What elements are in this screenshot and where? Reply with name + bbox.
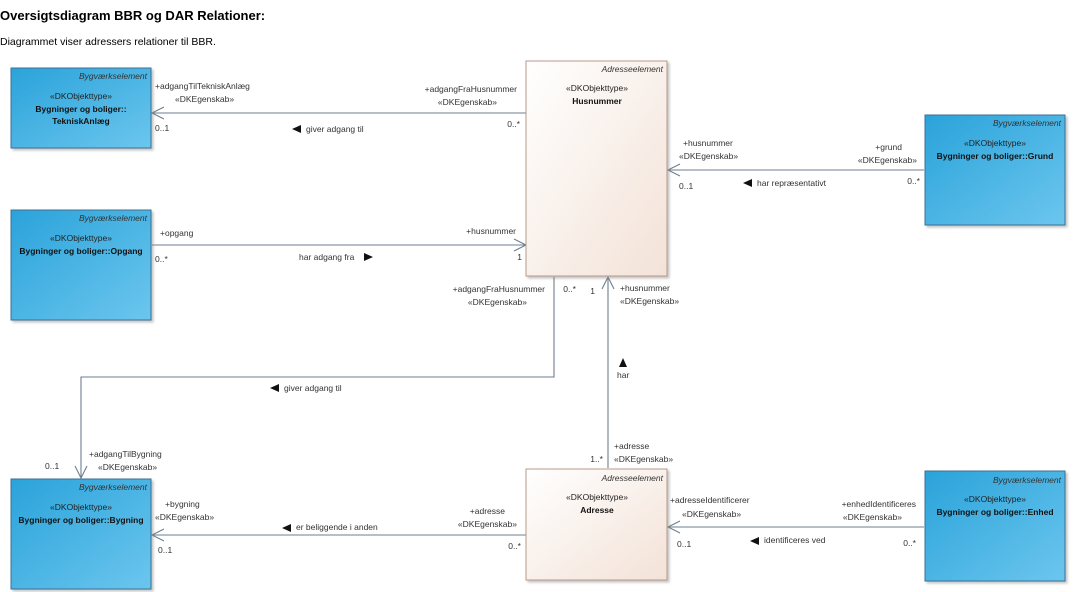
connector-husnummer-bygning[interactable] [80, 277, 555, 478]
multiplicity-label: 1 [590, 286, 595, 296]
stereotype-label: «DKObjekttype» [566, 83, 628, 93]
role-label: +adresseIdentificerer [670, 495, 750, 505]
role-label: +adgangTilBygning [89, 449, 162, 459]
class-name: Bygninger og boliger::Enhed [936, 507, 1053, 517]
stereotype-label: «DKObjekttype» [566, 492, 628, 502]
arrowhead-bygning-adresse [150, 528, 165, 542]
direction-arrow-left [270, 384, 279, 392]
role-stereotype: «DKEgenskab» [175, 94, 234, 104]
association-name: har repræsentativt [757, 178, 827, 188]
association-name: har adgang fra [299, 252, 355, 262]
class-name: Bygninger og boliger::Bygning [18, 515, 143, 525]
stereotype-package: Bygværkselement [993, 118, 1062, 128]
stereotype-package: Bygværkselement [79, 482, 148, 492]
multiplicity-label: 0..1 [158, 545, 172, 555]
role-stereotype: «DKEgenskab» [98, 462, 157, 472]
class-name: Bygninger og boliger::Grund [937, 151, 1054, 161]
direction-arrow-up [619, 358, 627, 367]
class-name: Husnummer [572, 96, 622, 106]
class-grund[interactable]: Bygværkselement «DKObjekttype» Bygninger… [924, 114, 1066, 226]
multiplicity-label: 0..* [507, 119, 520, 129]
stereotype-label: «DKObjekttype» [50, 502, 112, 512]
arrowhead-teknisk [150, 106, 165, 120]
arrowhead-bygning [74, 465, 88, 480]
role-label: +adgangTilTekniskAnlæg [155, 81, 250, 91]
stereotype-label: «DKObjekttype» [964, 138, 1026, 148]
role-label: +bygning [165, 499, 200, 509]
stereotype-label: «DKObjekttype» [50, 233, 112, 243]
role-stereotype: «DKEgenskab» [679, 151, 738, 161]
stereotype-label: «DKObjekttype» [50, 91, 112, 101]
class-name: Adresse [580, 505, 614, 515]
multiplicity-label: 1 [517, 252, 522, 262]
page-description: Diagrammet viser adressers relationer ti… [0, 36, 216, 48]
stereotype-label: «DKObjekttype» [964, 494, 1026, 504]
arrowhead-husnummer-adresse [601, 275, 615, 290]
class-teknisk-anlaeg[interactable]: Bygværkselement «DKObjekttype» Bygninger… [10, 67, 152, 149]
association-name: har [617, 370, 629, 380]
class-enhed[interactable]: Bygværkselement «DKObjekttype» Bygninger… [924, 470, 1066, 582]
multiplicity-label: 0..* [155, 254, 168, 264]
stereotype-package: Bygværkselement [79, 213, 148, 223]
direction-arrow-left [743, 179, 752, 187]
stereotype-package: Adresseelement [601, 64, 664, 74]
role-stereotype: «DKEgenskab» [614, 454, 673, 464]
role-stereotype: «DKEgenskab» [468, 297, 527, 307]
role-stereotype: «DKEgenskab» [858, 155, 917, 165]
role-label: +husnummer [620, 283, 670, 293]
stereotype-package: Bygværkselement [993, 475, 1062, 485]
role-stereotype: «DKEgenskab» [438, 97, 497, 107]
multiplicity-label: 1..* [590, 454, 603, 464]
role-stereotype: «DKEgenskab» [155, 512, 214, 522]
direction-arrow-left [292, 125, 301, 133]
stereotype-package: Adresseelement [601, 473, 664, 483]
class-husnummer[interactable]: Adresseelement «DKObjekttype» Husnummer [525, 60, 668, 277]
class-opgang[interactable]: Bygværkselement «DKObjekttype» Bygninger… [10, 209, 152, 321]
arrowhead-husnummer-grund [666, 163, 681, 177]
arrowhead-adresse-enhed [666, 520, 681, 534]
class-bygning[interactable]: Bygværkselement «DKObjekttype» Bygninger… [10, 478, 152, 590]
multiplicity-label: 0..* [903, 538, 916, 548]
page-title: Oversigtsdiagram BBR og DAR Relationer: [0, 8, 266, 23]
role-label: +enhedIdentificeres [842, 499, 916, 509]
association-name: identificeres ved [764, 535, 826, 545]
direction-arrow-left [282, 524, 291, 532]
role-label: +adgangFraHusnummer [453, 284, 546, 294]
connectors [74, 106, 924, 542]
direction-arrow-left [750, 537, 759, 545]
role-stereotype: «DKEgenskab» [843, 512, 902, 522]
class-adresse[interactable]: Adresseelement «DKObjekttype» Adresse [525, 468, 668, 581]
role-label: +husnummer [466, 226, 516, 236]
role-stereotype: «DKEgenskab» [458, 519, 517, 529]
multiplicity-label: 0..1 [155, 123, 169, 133]
association-name: er beliggende i anden [296, 522, 378, 532]
multiplicity-label: 0..1 [45, 461, 59, 471]
role-label: +adgangFraHusnummer [425, 84, 518, 94]
multiplicity-label: 0..1 [679, 181, 693, 191]
association-name: giver adgang til [284, 383, 342, 393]
role-label: +husnummer [683, 138, 733, 148]
direction-arrow-right [364, 253, 373, 261]
class-name-line2: TekniskAnlæg [52, 116, 109, 126]
class-name: Bygninger og boliger::Opgang [19, 246, 142, 256]
role-label: +opgang [160, 228, 194, 238]
role-stereotype: «DKEgenskab» [620, 296, 679, 306]
class-name: Bygninger og boliger:: [35, 104, 126, 114]
multiplicity-label: 0..1 [677, 539, 691, 549]
role-label: +adresse [470, 506, 505, 516]
multiplicity-label: 0..* [563, 284, 576, 294]
role-label: +grund [875, 142, 902, 152]
stereotype-package: Bygværkselement [79, 71, 148, 81]
role-stereotype: «DKEgenskab» [682, 509, 741, 519]
multiplicity-label: 0..* [508, 541, 521, 551]
association-name: giver adgang til [306, 124, 364, 134]
multiplicity-label: 0..* [907, 176, 920, 186]
role-label: +adresse [614, 441, 649, 451]
